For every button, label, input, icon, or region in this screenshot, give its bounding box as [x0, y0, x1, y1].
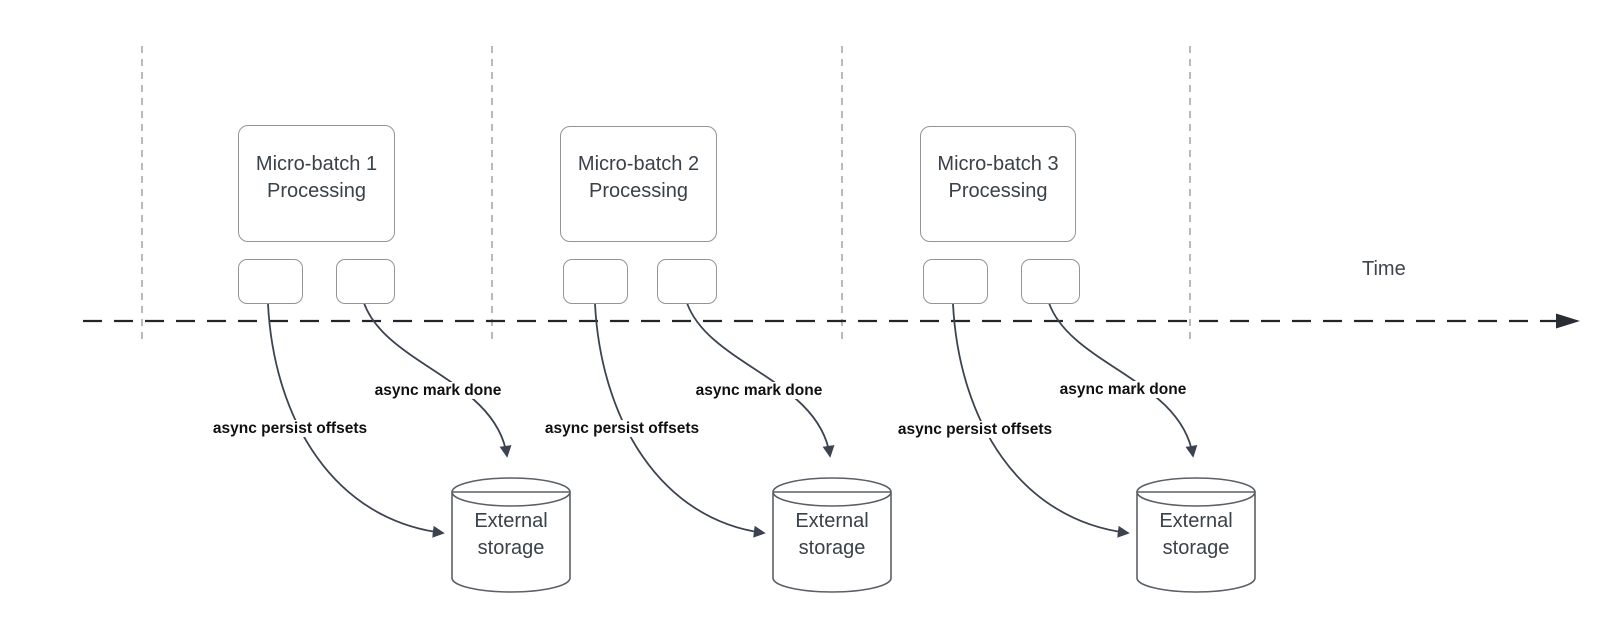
external-storage-label-1: External storage — [474, 510, 548, 559]
processing-box-1: Micro-batch 1 Processing — [238, 125, 395, 242]
persist-task-box-3 — [923, 259, 988, 304]
mark-done-arrow-2 — [686, 302, 835, 458]
storage-cylinder-3 — [1136, 477, 1256, 593]
mark-done-arrow-3 — [1048, 302, 1198, 458]
mark-done-label-1: async mark done — [370, 382, 506, 399]
persist-offsets-label-1: async persist offsets — [208, 420, 372, 437]
done-task-box-1 — [336, 259, 395, 304]
persist-offsets-label-3: async persist offsets — [893, 421, 1057, 438]
processing-box-2: Micro-batch 2 Processing — [560, 126, 717, 242]
persist-offsets-arrow-1 — [267, 303, 445, 538]
processing-box-3: Micro-batch 3 Processing — [920, 126, 1076, 242]
mark-done-label-2: async mark done — [691, 382, 827, 399]
persist-offsets-arrow-3 — [952, 303, 1130, 538]
external-storage-label-2: External storage — [795, 510, 869, 559]
done-task-box-3 — [1021, 259, 1080, 304]
timeline-arrowhead-icon — [1556, 313, 1580, 329]
done-task-box-2 — [657, 259, 717, 304]
time-axis-label: Time — [1362, 258, 1406, 280]
storage-cylinder-2 — [772, 477, 892, 593]
mark-done-label-3: async mark done — [1055, 381, 1191, 398]
persist-offsets-arrow-2 — [594, 303, 766, 538]
external-storage-label-3: External storage — [1159, 510, 1233, 559]
mark-done-arrow-1 — [363, 302, 512, 458]
persist-offsets-label-2: async persist offsets — [540, 420, 704, 437]
storage-cylinder-1 — [451, 477, 571, 593]
persist-task-box-1 — [238, 259, 303, 304]
persist-task-box-2 — [563, 259, 628, 304]
